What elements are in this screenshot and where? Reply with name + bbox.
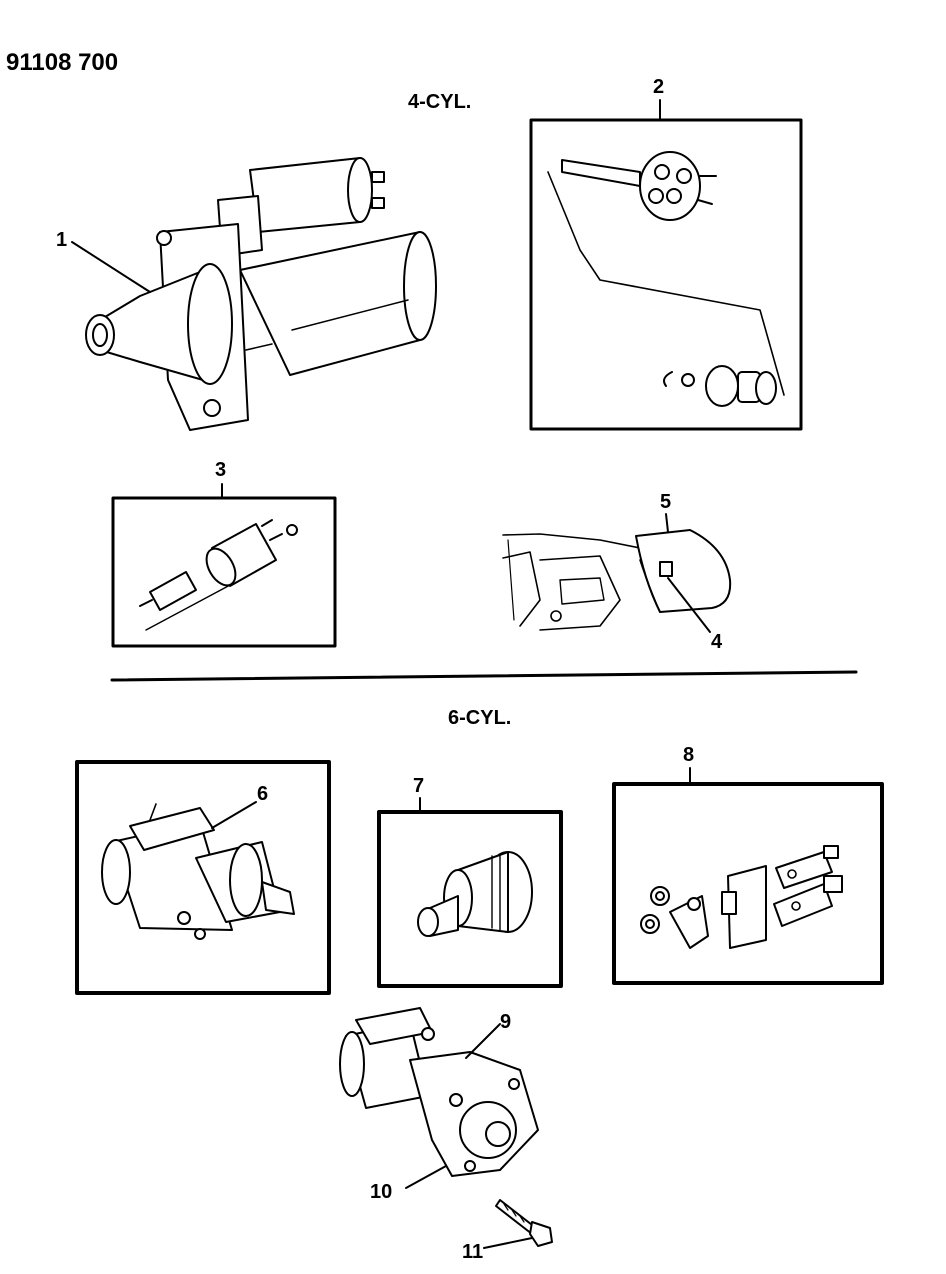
part-3-solenoid-kit[interactable] (111, 496, 337, 648)
callout-4[interactable]: 4 (711, 631, 723, 653)
part-6-starter-motor-6cyl[interactable] (75, 760, 331, 995)
callout-1[interactable]: 1 (56, 229, 67, 251)
part-7-drive-gear[interactable] (377, 810, 563, 988)
part-7-box (377, 810, 563, 988)
leader-1 (71, 241, 151, 293)
callout-9[interactable]: 9 (500, 1011, 511, 1033)
callout-11[interactable]: 11 (462, 1241, 483, 1263)
leader-11 (483, 1237, 533, 1249)
part-10-mounting-flange[interactable] (409, 1051, 539, 1177)
leader-10 (405, 1165, 447, 1189)
leader-9 (465, 1023, 501, 1059)
part-2-internal-kit[interactable] (529, 118, 803, 431)
part-9-starter-assembly[interactable] (339, 1007, 435, 1109)
callout-2[interactable]: 2 (653, 76, 664, 98)
section-label-4cyl: 4-CYL. (408, 91, 471, 113)
part-6-box (75, 760, 331, 995)
section-label-6cyl: 6-CYL. (448, 707, 511, 729)
callout-6[interactable]: 6 (257, 783, 268, 805)
leader-6 (211, 801, 257, 829)
leader-5 (665, 513, 669, 533)
part-2-box (529, 118, 803, 431)
part-8-box (612, 782, 884, 985)
diagram-id: 91108 700 (6, 49, 118, 76)
callout-5[interactable]: 5 (660, 491, 671, 513)
section-divider (110, 670, 858, 682)
callout-10[interactable]: 10 (370, 1181, 392, 1203)
part-3-box (111, 496, 337, 648)
callout-7[interactable]: 7 (413, 775, 424, 797)
leader-4 (667, 577, 711, 633)
part-4-clip[interactable] (659, 561, 673, 577)
callout-8[interactable]: 8 (683, 744, 694, 766)
part-11-mounting-bolt[interactable] (495, 1199, 553, 1247)
part-8-brush-kit[interactable] (612, 782, 884, 985)
part-5-heat-shield[interactable] (502, 529, 732, 631)
callout-3[interactable]: 3 (215, 459, 226, 481)
part-1-starter-motor[interactable] (85, 157, 437, 431)
